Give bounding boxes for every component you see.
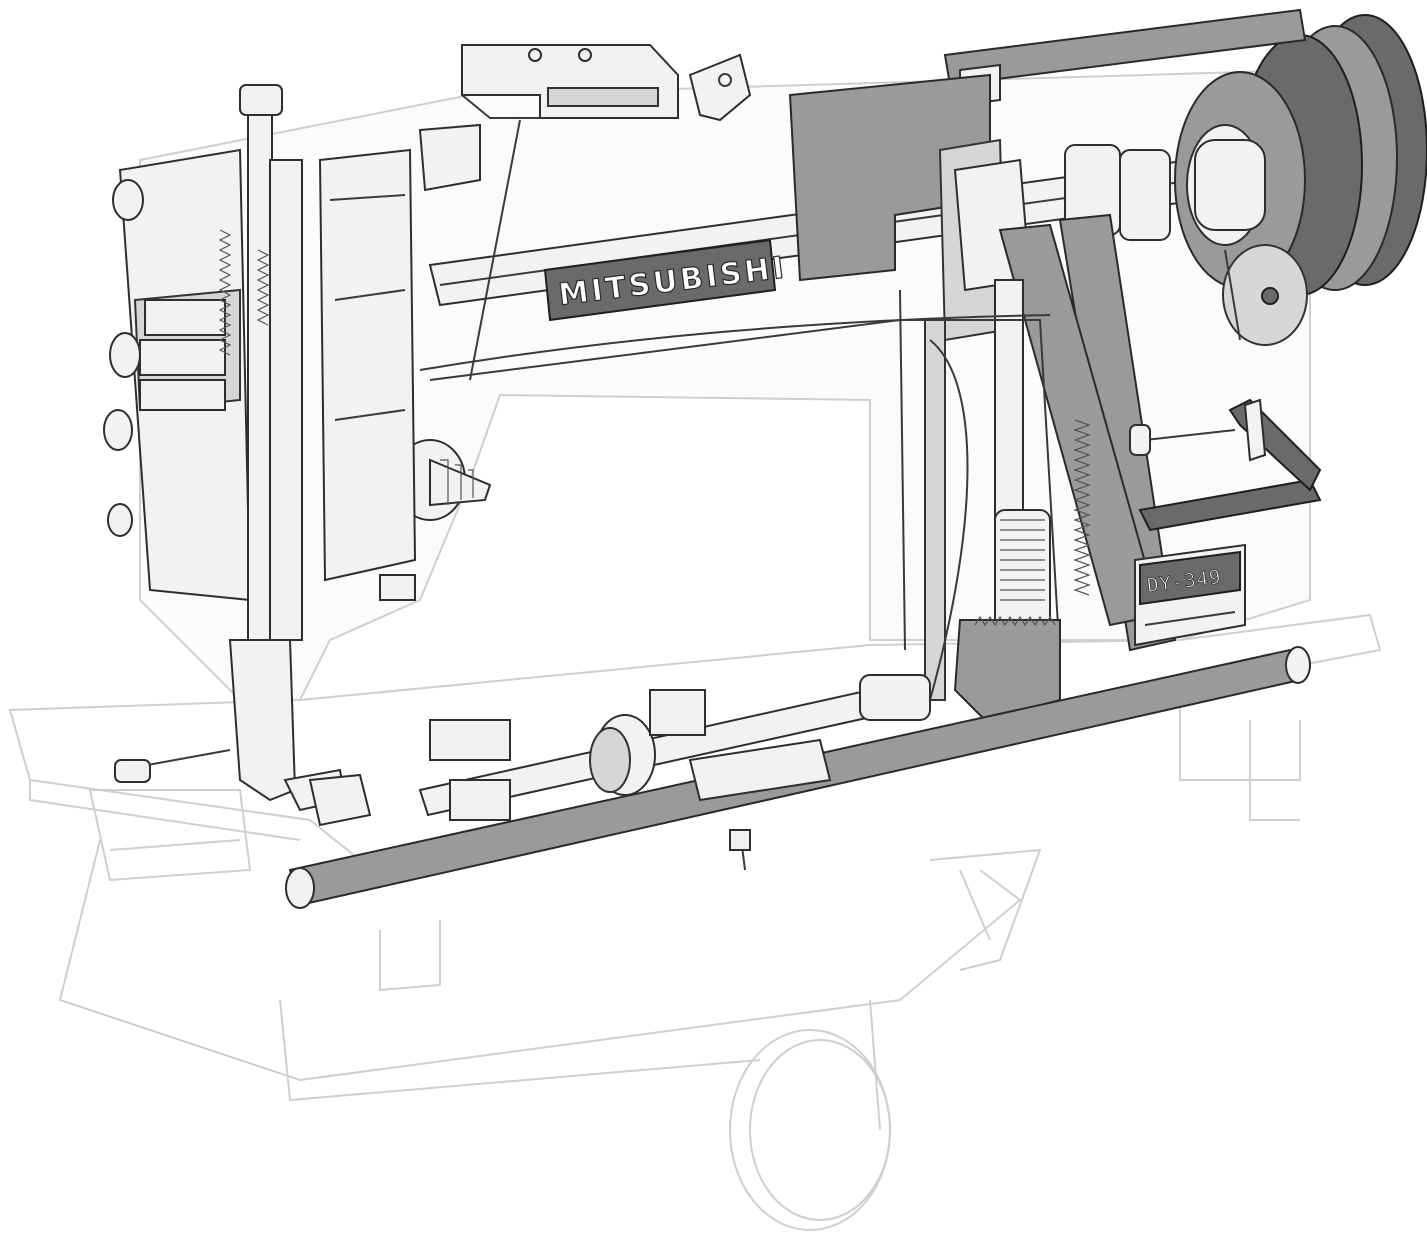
lower-bed-shaft xyxy=(114,646,1311,909)
connecting-rods xyxy=(419,119,1091,722)
handwheel-pulley xyxy=(1174,14,1427,346)
top-cover-bracket xyxy=(461,44,752,122)
needle-bar-head xyxy=(103,84,492,812)
model-plate: DY-349 xyxy=(1134,543,1246,647)
knee-lift-bracket xyxy=(1129,398,1322,532)
